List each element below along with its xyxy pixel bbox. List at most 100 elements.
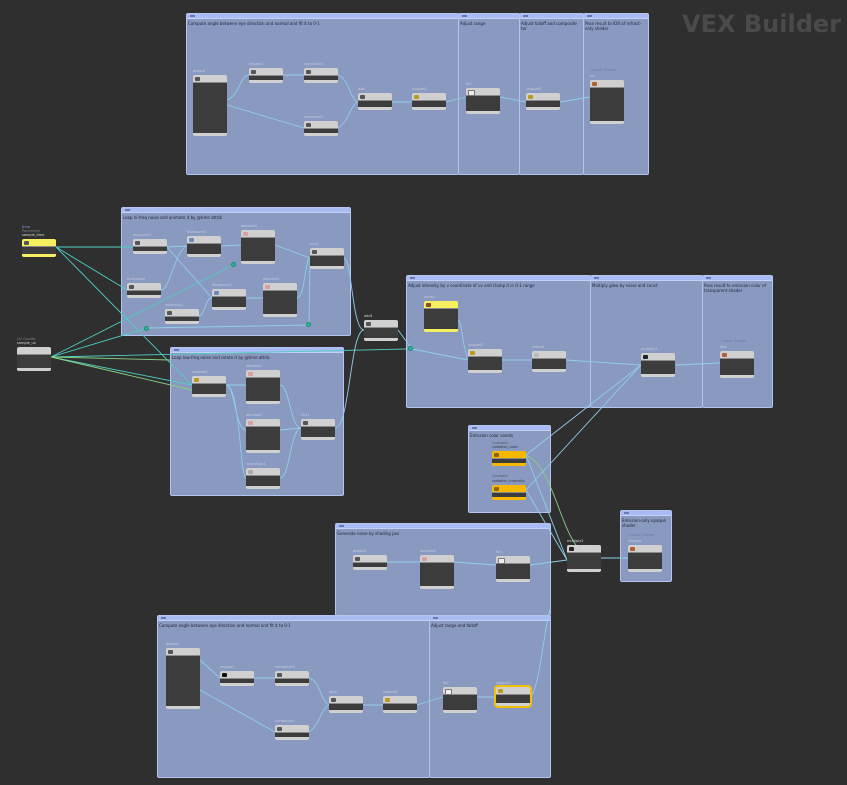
- shader-icon: [722, 352, 727, 357]
- node-multiply2[interactable]: multiply2: [567, 539, 601, 572]
- node-label: snippet4: [192, 370, 208, 374]
- wire-dot[interactable]: [408, 346, 413, 351]
- node-clamp1[interactable]: clamp1: [532, 345, 566, 372]
- network-type-label: VEX Builder: [682, 10, 841, 38]
- node-dot1[interactable]: dot1: [358, 87, 392, 110]
- node-label: fit1: [466, 82, 472, 86]
- node-normalize1[interactable]: normalize1: [304, 62, 338, 83]
- dot-product-icon: [331, 697, 336, 702]
- node-label: aanoise5: [420, 549, 436, 553]
- normalize-icon: [306, 122, 311, 127]
- node-label: ramp1: [424, 295, 436, 299]
- snippet-icon: [414, 94, 419, 99]
- node-label: mix2: [310, 242, 319, 246]
- node-label: radiation_color: [492, 445, 518, 449]
- box-caption: Adjust falloff and composite tor: [521, 21, 577, 31]
- node-aanoise5[interactable]: aanoise5: [420, 549, 454, 589]
- node-normalize3[interactable]: normalize3: [275, 665, 309, 686]
- normalize-icon: [277, 672, 282, 677]
- network-box[interactable]: Pass result to emission color of transpa…: [702, 275, 773, 408]
- wire-dot[interactable]: [231, 262, 236, 267]
- node-label: snippet7: [468, 343, 484, 347]
- node-aanoise1[interactable]: aanoise1: [246, 364, 280, 404]
- node-type-label: time: [22, 225, 30, 229]
- wire-dot[interactable]: [144, 326, 149, 331]
- node-floattovec2[interactable]: floattovec2: [212, 283, 246, 310]
- add-icon: [366, 321, 371, 326]
- noise-icon: [265, 284, 270, 289]
- node-label: sample_uv: [17, 341, 36, 345]
- box-caption: Adjust range: [460, 21, 486, 26]
- parameter-icon: [24, 240, 29, 245]
- node-snippet4[interactable]: snippet4: [192, 370, 226, 397]
- node-fit2[interactable]: fit2: [443, 681, 477, 713]
- node-global2[interactable]: global2: [166, 642, 200, 709]
- wire: [226, 74, 591, 129]
- node-label: normalize3: [275, 665, 295, 669]
- node-label: vectofloat1: [246, 462, 266, 466]
- node-global3[interactable]: global3: [353, 549, 387, 570]
- node-label: add1: [364, 314, 373, 318]
- node-sample-time[interactable]: sample_time: [22, 233, 56, 257]
- snippet-icon: [528, 94, 533, 99]
- node-snippet7[interactable]: snippet7: [468, 343, 502, 373]
- node-normalize4[interactable]: normalize4: [275, 719, 309, 740]
- node-label: aanoise3: [241, 224, 257, 228]
- node-aanoise3[interactable]: aanoise3: [241, 224, 275, 264]
- node-label: fit2: [443, 681, 449, 685]
- node-radiation-intensity[interactable]: radiation_intensity: [492, 479, 526, 500]
- node-snippet5[interactable]: snippet5: [526, 87, 560, 110]
- noise-icon: [248, 420, 253, 425]
- network-box[interactable]: Adjust intensity by v coordinate of uv a…: [406, 275, 591, 408]
- node-type-label: Classic Shader: [629, 533, 655, 537]
- noise-icon: [248, 371, 253, 376]
- node-negate1[interactable]: negate1: [249, 62, 283, 83]
- normalize-icon: [277, 726, 282, 731]
- multiply-icon: [569, 546, 574, 551]
- node-negate2[interactable]: negate2: [220, 665, 254, 686]
- noise-icon: [243, 231, 248, 236]
- node-ior[interactable]: ior: [590, 74, 624, 124]
- node-sample-uv[interactable]: sample_uv: [17, 341, 51, 371]
- node-label: global1: [193, 69, 206, 73]
- network-box[interactable]: Loop hi-freq noise and animate it by @ti…: [121, 207, 351, 336]
- node-aanoise4[interactable]: aanoise4: [263, 277, 297, 317]
- node-dot2[interactable]: dot2: [329, 690, 363, 713]
- node-aanoise2[interactable]: aanoise2: [246, 413, 280, 453]
- node-multiply1[interactable]: multiply1: [641, 347, 675, 377]
- node-type-label: Parameter: [22, 229, 41, 233]
- node-global1[interactable]: global1: [193, 69, 227, 136]
- node-label: mulconst2: [127, 277, 146, 281]
- node-addconst1[interactable]: addconst1: [165, 303, 199, 324]
- node-mix1[interactable]: mix1: [301, 413, 335, 440]
- node-label: aanoise1: [246, 364, 262, 368]
- node-mulconst1[interactable]: mulconst1: [133, 233, 167, 254]
- node-radiation-color[interactable]: radiation_color: [492, 445, 526, 466]
- node-snippet1[interactable]: snippet1: [412, 87, 446, 110]
- node-label: snippet3: [496, 681, 512, 685]
- node-mix2[interactable]: mix2: [310, 242, 344, 269]
- node-floattovec1[interactable]: floattovec1: [187, 230, 221, 257]
- node-label: negate2: [220, 665, 235, 669]
- node-snippet3[interactable]: snippet3: [494, 681, 532, 708]
- normalize-icon: [306, 69, 311, 74]
- mix-icon: [312, 249, 317, 254]
- node-add1[interactable]: add1: [364, 314, 398, 341]
- clamp-icon: [534, 352, 539, 357]
- wire-dot[interactable]: [306, 322, 311, 327]
- node-fit3[interactable]: fit3: [496, 550, 530, 582]
- node-ramp1[interactable]: ramp1: [424, 295, 458, 332]
- node-shadow[interactable]: shadow: [628, 539, 662, 572]
- node-label: addconst1: [165, 303, 184, 307]
- vectofloat-icon: [248, 469, 253, 474]
- ramp-icon: [426, 302, 431, 307]
- node-mulconst2[interactable]: mulconst2: [127, 277, 161, 298]
- node-snippet2[interactable]: snippet2: [383, 690, 417, 713]
- node-fit1[interactable]: fit1: [466, 82, 500, 114]
- box-caption: Emission-only opaque shader: [622, 518, 667, 528]
- node-disc[interactable]: disc: [720, 345, 754, 378]
- floattovec-icon: [214, 290, 219, 295]
- node-vectofloat1[interactable]: vectofloat1: [246, 462, 280, 489]
- node-normalize2[interactable]: normalize2: [304, 115, 338, 136]
